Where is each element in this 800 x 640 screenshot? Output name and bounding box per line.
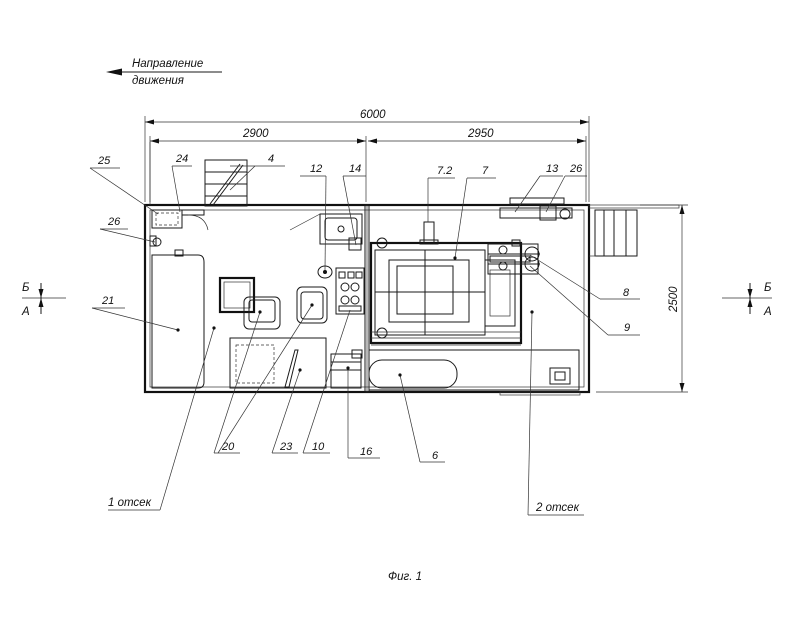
callout-7: 7 xyxy=(482,165,489,177)
callout-24: 24 xyxy=(175,153,188,165)
section-mark-left: Б А xyxy=(21,282,66,318)
callout-4: 4 xyxy=(268,153,274,165)
callout-20: 20 xyxy=(221,441,235,453)
item-13-26 xyxy=(499,197,573,221)
callout-26-right: 26 xyxy=(569,163,583,175)
steps-16 xyxy=(330,353,362,389)
table xyxy=(218,276,256,314)
callout-21: 21 xyxy=(101,295,114,307)
section-mark-left-a: А xyxy=(21,306,30,318)
callout-7-2: 7.2 xyxy=(437,165,452,177)
couch-21 xyxy=(151,249,205,389)
dimension-compartment-2: 2950 xyxy=(368,128,587,202)
callout-9: 9 xyxy=(624,322,630,334)
compartment-2-label: 2 отсек xyxy=(535,502,580,514)
tank-6 xyxy=(368,349,580,391)
container-outline xyxy=(143,142,591,394)
section-mark-right-a: А xyxy=(763,306,772,318)
direction-indicator: Направление движения xyxy=(106,58,222,87)
section-mark-right-b: Б xyxy=(764,282,772,294)
dimension-compartment-1-label: 2900 xyxy=(242,128,269,140)
machine-7 xyxy=(369,221,523,346)
leader-dots xyxy=(176,256,534,377)
callout-16: 16 xyxy=(360,446,373,458)
dimension-width-label: 2500 xyxy=(668,286,680,313)
cabinet-23 xyxy=(229,337,327,389)
callout-10: 10 xyxy=(312,441,325,453)
direction-label-1: Направление xyxy=(132,58,203,70)
callout-25: 25 xyxy=(97,155,111,167)
callout-8: 8 xyxy=(623,287,630,299)
callout-23: 23 xyxy=(279,441,293,453)
mechanism-8-9 xyxy=(487,239,540,275)
direction-arrow-icon xyxy=(106,68,122,76)
dimension-compartment-2-label: 2950 xyxy=(467,128,494,140)
stairs-right xyxy=(588,204,680,257)
item-24-25 xyxy=(149,209,209,247)
dimension-total: 6000 xyxy=(144,109,590,202)
section-mark-right: Б А xyxy=(722,282,772,318)
chair-20a xyxy=(243,296,281,330)
dimension-width: 2500 xyxy=(596,204,688,393)
callout-12: 12 xyxy=(310,163,322,175)
dimension-compartment-1: 2900 xyxy=(149,128,367,202)
callout-6: 6 xyxy=(432,450,439,462)
leader-lines xyxy=(89,165,640,516)
direction-label-2: движения xyxy=(132,75,184,87)
stairs-top-left xyxy=(204,159,248,207)
section-mark-left-b: Б xyxy=(22,282,30,294)
item-bottom-right xyxy=(499,367,581,396)
callout-26-left: 26 xyxy=(107,216,121,228)
figure-caption: Фиг. 1 xyxy=(388,571,422,583)
chair-20b xyxy=(296,286,328,324)
callout-13: 13 xyxy=(546,163,559,175)
item-12 xyxy=(289,213,363,279)
callout-14: 14 xyxy=(349,163,361,175)
compartment-1-label: 1 отсек xyxy=(108,497,152,509)
dimension-total-label: 6000 xyxy=(360,109,386,121)
